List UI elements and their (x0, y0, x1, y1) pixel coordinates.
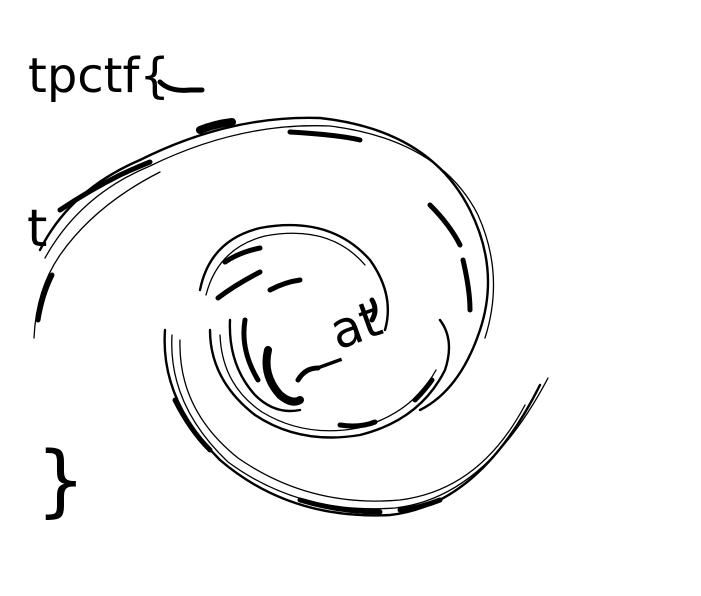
swirl-stroke (267, 277, 303, 293)
swirl-stroke (222, 245, 263, 265)
swirl-stroke (215, 269, 263, 301)
swirl-stroke (44, 125, 495, 339)
swirl-stroke (460, 257, 473, 313)
swirl-stroke (295, 365, 321, 383)
swirl-stroke (427, 202, 463, 248)
swirl-stroke (287, 129, 363, 143)
swirl-stroke (35, 272, 55, 323)
swirl-stroke (228, 318, 302, 413)
swirl-stroke (196, 118, 236, 134)
flag-prefix-text: tpctf{ (28, 48, 170, 104)
swirl-stroke (369, 297, 378, 323)
swirl-stroke (157, 79, 205, 93)
flag-fragment-center: _at (298, 290, 389, 371)
swirl-stroke (241, 317, 261, 383)
swirl-stroke (198, 223, 389, 332)
swirl-stroke (262, 346, 304, 406)
swirl-stroke (172, 397, 213, 453)
flag-closing-brace: } (36, 436, 86, 526)
swirl-stroke (179, 339, 526, 502)
swirl-stroke (219, 334, 437, 432)
swirl-stroke (38, 116, 490, 412)
swirl-stroke (33, 171, 161, 339)
swirl-stroke (57, 159, 153, 213)
swirl-stroke (397, 497, 443, 513)
flag-fragment-t: t (27, 199, 48, 259)
swirl-stroke (337, 419, 378, 429)
swirl-stroke (208, 318, 451, 439)
swirl-stroke (205, 232, 366, 296)
swirl-stroke (412, 377, 435, 403)
swirl-stroke (297, 497, 383, 515)
